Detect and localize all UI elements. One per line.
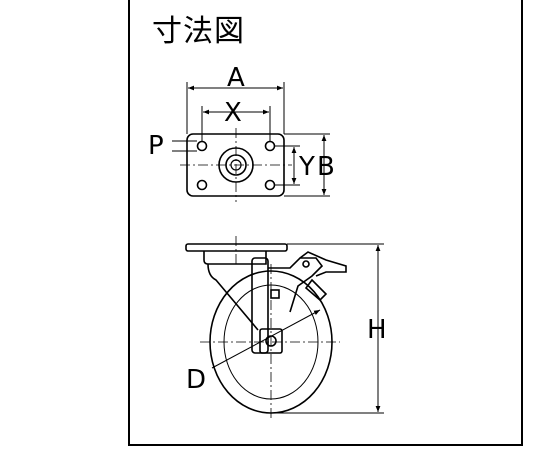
drawing-title: 寸法図	[152, 14, 245, 49]
label-p: P	[148, 131, 164, 161]
label-x: X	[224, 98, 242, 128]
brake-pivot	[302, 260, 310, 268]
dimension-p	[172, 140, 197, 152]
axle-plate	[259, 328, 283, 354]
dimension-h	[271, 243, 384, 414]
bolt-hole	[264, 140, 276, 152]
bolt-hole	[196, 140, 208, 152]
brake-lever	[299, 251, 347, 277]
drawing-frame	[128, 0, 523, 446]
label-b: B	[317, 152, 335, 182]
label-a: A	[227, 63, 245, 93]
side-plate	[185, 243, 288, 252]
side-view-centerlines	[200, 236, 340, 418]
top-view-centerlines	[180, 128, 292, 202]
label-d: D	[186, 365, 206, 395]
label-y: Y	[298, 152, 315, 182]
dimension-y-b	[275, 133, 330, 197]
dimension-a-x	[186, 82, 285, 141]
dimension-d	[211, 309, 321, 369]
fork-left	[207, 263, 259, 331]
label-h: H	[367, 315, 387, 345]
brake-pad	[304, 278, 328, 302]
brake-arm	[268, 257, 324, 313]
fork-nut	[270, 289, 280, 299]
side-view	[185, 243, 347, 414]
bolt-hole	[264, 179, 276, 191]
bolt-hole	[196, 179, 208, 191]
